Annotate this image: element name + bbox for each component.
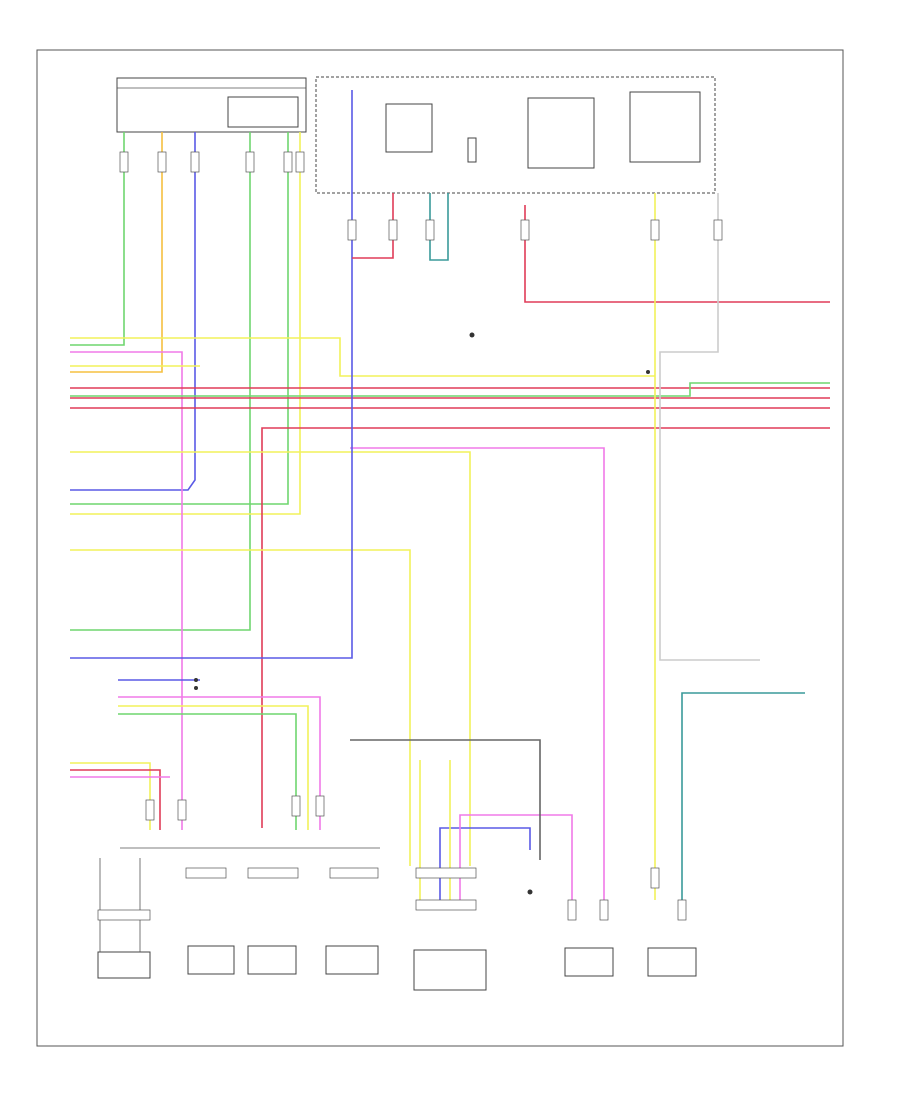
wires — [70, 90, 830, 906]
diagram-frame — [36, 49, 844, 1047]
bottom-components — [97, 847, 697, 991]
fuse-relay-box — [315, 76, 716, 194]
top-left-module — [116, 77, 307, 133]
connectors — [97, 151, 723, 921]
ground-symbols — [194, 332, 650, 895]
